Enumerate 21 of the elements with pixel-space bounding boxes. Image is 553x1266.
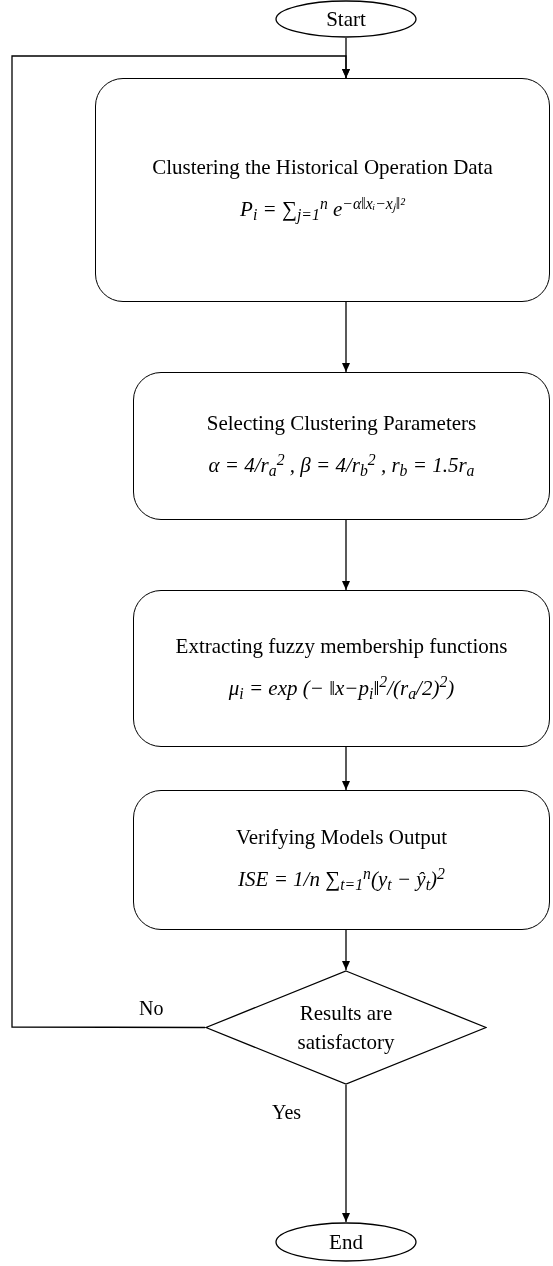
- node-title: Selecting Clustering Parameters: [206, 410, 477, 438]
- arrow: [342, 1084, 350, 1223]
- process-box: [95, 78, 550, 302]
- node-title: Results are satisfactory: [296, 1000, 396, 1056]
- formula: α = 4/r$_{a}$$^{2}$ , β = 4/r$_{b}$$^{2}$ , r$_{b}$ = 1.5r$_{a}$: [208, 449, 475, 482]
- node-title: Start: [326, 5, 366, 33]
- node-title: Clustering the Historical Operation Data: [152, 154, 493, 182]
- process-box: [133, 372, 550, 520]
- node-title: Extracting fuzzy membership functions: [175, 632, 508, 660]
- arrow: [342, 301, 350, 373]
- arrow: [11, 55, 350, 1029]
- formula: μ$_{i}$ = exp (− ‖x−p$_{i}$‖$^{2}$/(r$_{a}$/2)$^{2}$): [228, 672, 455, 704]
- arrow: [342, 519, 350, 591]
- arrow: [342, 746, 350, 791]
- process-box: [133, 590, 550, 747]
- node-title: End: [329, 1228, 363, 1256]
- arrow: [342, 929, 350, 971]
- formula: ISE = 1/n ∑$_{t=1}$$^{n}$(y$_{t}$ − ŷ$_{t}$)$^{2}$: [238, 863, 445, 896]
- formula: P$_{i}$ = ∑$_{j=1}$$^{n}$ e$^{−α‖xᵢ−xⱼ‖²}$: [240, 193, 405, 226]
- process-box: [133, 790, 550, 930]
- node-title: Verifying Models Output: [235, 824, 448, 852]
